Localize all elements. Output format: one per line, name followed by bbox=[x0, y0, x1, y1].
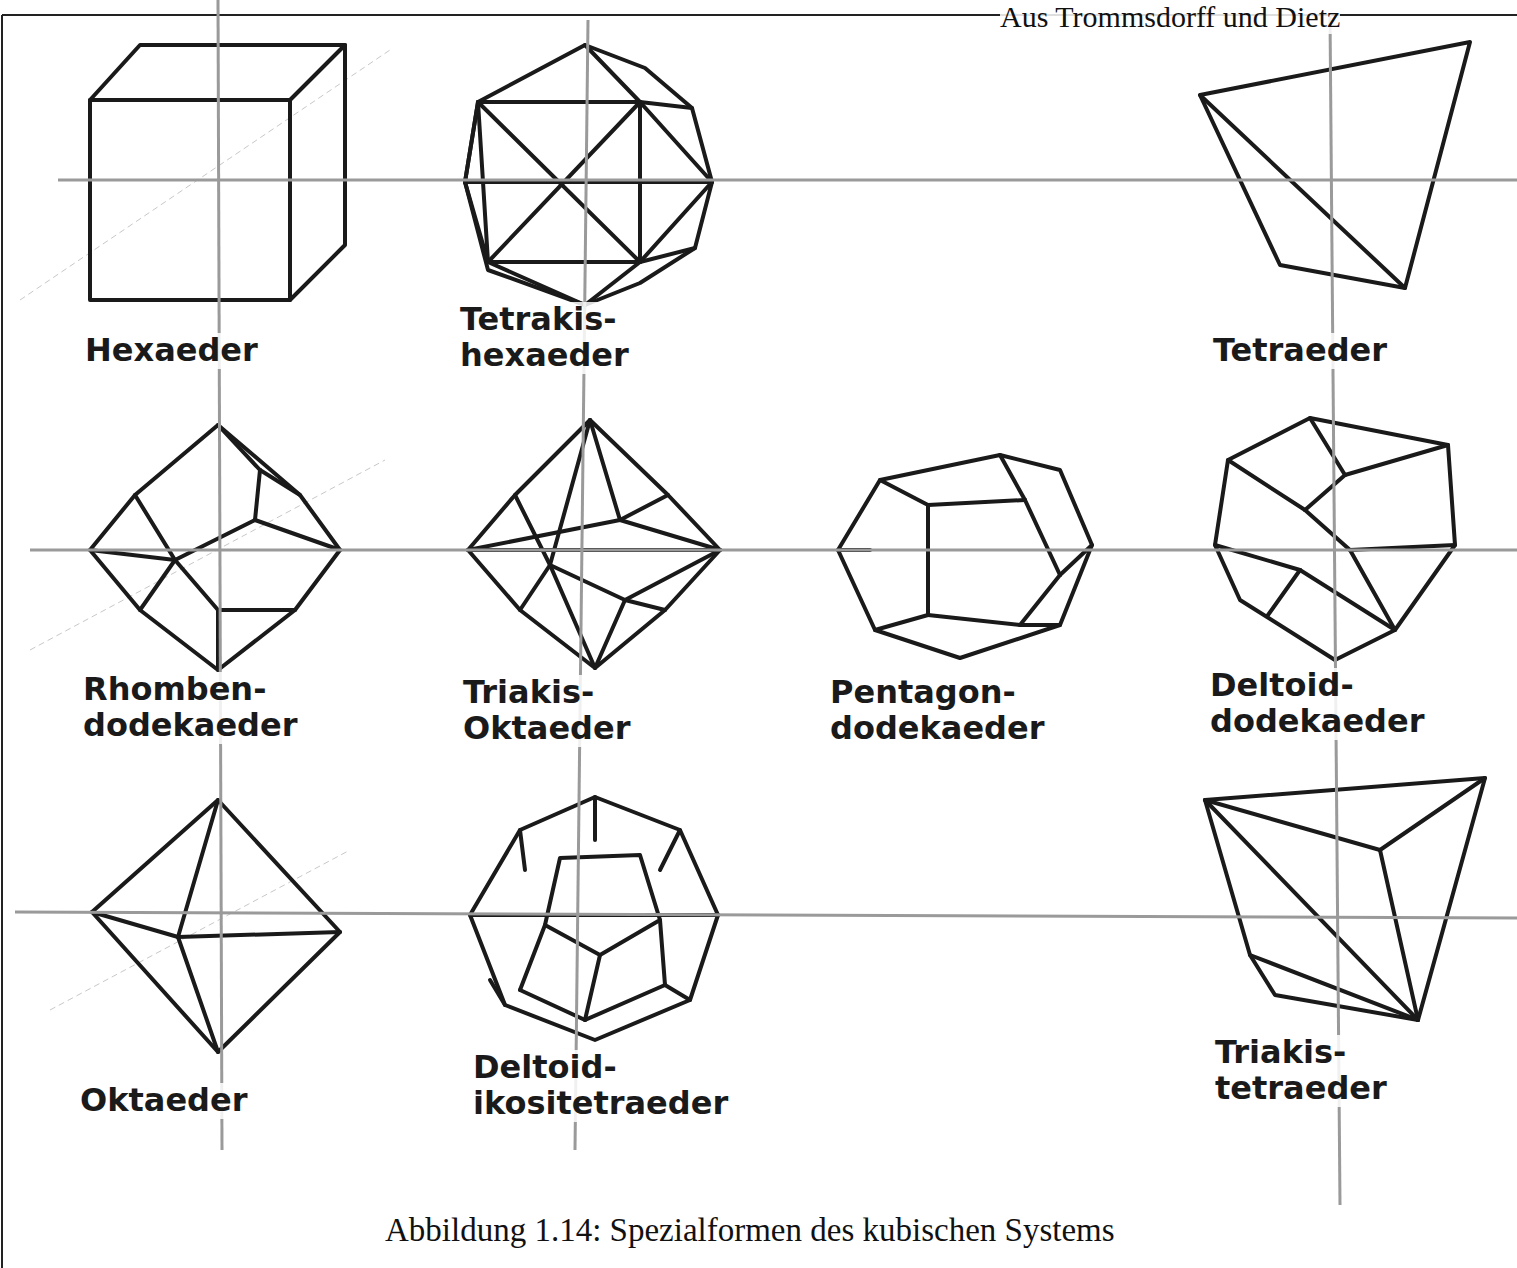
form-name: Triakis- Oktaeder bbox=[463, 675, 630, 747]
form-name: Rhomben- dodekaeder bbox=[83, 672, 297, 744]
form-name: Hexaeder bbox=[85, 333, 258, 369]
form-name: Tetrakis- hexaeder bbox=[460, 302, 629, 374]
figure-caption: Abbildung 1.14: Spezialformen des kubisc… bbox=[385, 1212, 1115, 1249]
form-name: Triakis- tetraeder bbox=[1215, 1035, 1387, 1107]
form-name: Pentagon- dodekaeder bbox=[830, 675, 1044, 747]
form-name: Deltoid- dodekaeder bbox=[1210, 668, 1424, 740]
source-note: Aus Trommsdorff und Dietz bbox=[1000, 0, 1340, 34]
form-name: Tetraeder bbox=[1213, 333, 1387, 369]
form-name: Oktaeder bbox=[80, 1083, 247, 1119]
form-name: Deltoid- ikositetraeder bbox=[473, 1050, 728, 1122]
